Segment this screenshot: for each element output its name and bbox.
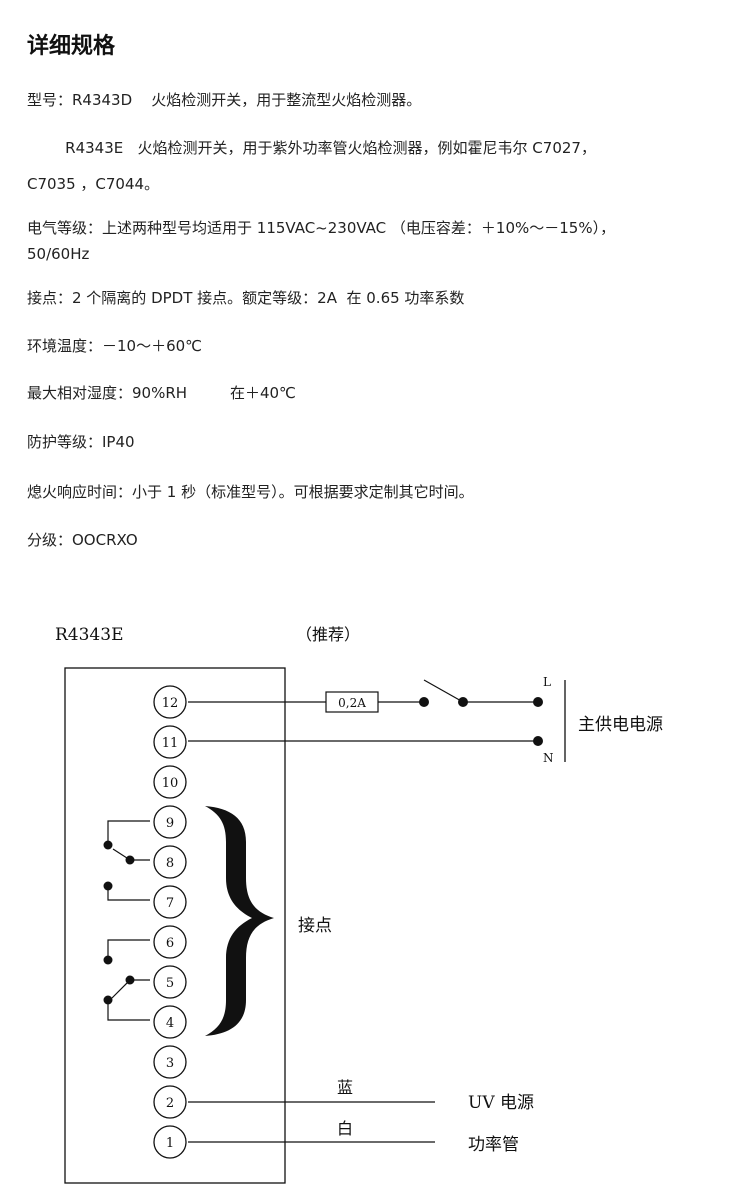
terminal-label: 12 [162,696,179,711]
power-tube-label: 功率管 [468,1135,519,1155]
terminal-L-dot [533,697,543,707]
main-power-label: 主供电电源 [578,715,663,735]
spec-temperature: 环境温度：－10～＋60℃ [27,337,203,355]
terminal-label: 7 [166,896,174,911]
terminal-8 [153,845,187,879]
terminal-12 [153,685,187,719]
contact-8-blade [112,848,131,861]
page-title: 详细规格 [27,34,116,59]
spec-model-d: 型号：R4343D 火焰检测开关，用于整流型火焰检测器。 [27,91,422,109]
spec-classification: 分级：OOCRXO [27,531,138,549]
terminal-label: 9 [166,816,174,831]
terminal-label: 5 [166,976,174,991]
terminal-6 [153,925,187,959]
terminal-label: 11 [162,736,179,751]
terminal-9 [153,805,187,839]
terminal-4 [153,1005,187,1039]
contact-5-blade [111,979,131,999]
spec-response-time: 熄火响应时间：小于 1 秒（标准型号）。可根据要求定制其它时间。 [27,483,474,501]
spec-protection: 防护等级：IP40 [27,433,135,451]
terminal-strip: 12 11 10 9 8 7 6 5 4 3 2 1 [153,685,187,1159]
contacts-label: 接点 [298,916,332,936]
terminal-label: 2 [166,1096,174,1111]
fuse-label: 0,2A [338,696,366,710]
terminal-label: 4 [166,1016,174,1031]
wiring-diagram: R4343E （推荐） 12 11 10 9 8 7 6 5 4 3 2 1 0,2A L N 主供电… [55,625,663,1184]
contact-6-dot [103,955,113,965]
terminal-label: 3 [166,1056,174,1071]
spec-contacts: 接点：2 个隔离的 DPDT 接点。额定等级：2A 在 0.65 功率系数 [27,289,465,307]
uv-power-label: UV 电源 [468,1093,534,1113]
spec-electrical: 电气等级：上述两种型号均适用于 115VAC~230VAC （电压容差：＋10%… [27,219,616,237]
wire-contact-6 [107,939,150,960]
terminal-label: 6 [166,936,174,951]
wire-contact-4 [107,1000,150,1021]
model-label: R4343E [55,625,123,645]
spec-model-e: R4343E 火焰检测开关，用于紫外功率管火焰检测器，例如霍尼韦尔 C7027， [27,139,596,157]
wire-contact-9 [107,820,150,845]
terminal-10 [153,765,187,799]
terminal-N-dot [533,736,543,746]
spec-humidity: 最大相对湿度：90%RH 在＋40℃ [27,384,296,402]
terminal-2 [153,1085,187,1119]
spec-frequency: 50/60Hz [27,245,90,263]
contacts-brace [205,806,274,1036]
terminal-label: 10 [162,776,179,791]
wire-contact-7 [107,886,150,901]
device-box [64,667,286,1184]
contact-9-dot [103,840,113,850]
terminal-11 [153,725,187,759]
terminal-7 [153,885,187,919]
terminal-1 [153,1125,187,1159]
terminal-label: 8 [166,856,174,871]
recommended-label: （推荐） [296,625,360,644]
terminal-label: 1 [166,1136,174,1151]
line-N-label: N [543,751,554,765]
switch-contact-left [419,697,429,707]
switch-blade [423,679,464,703]
terminal-3 [153,1045,187,1079]
line-L-label: L [543,675,551,689]
white-label: 白 [337,1119,353,1138]
spec-model-e-cont: C7035 ，C7044。 [27,175,160,193]
blue-label: 蓝 [337,1078,353,1097]
terminal-5 [153,965,187,999]
